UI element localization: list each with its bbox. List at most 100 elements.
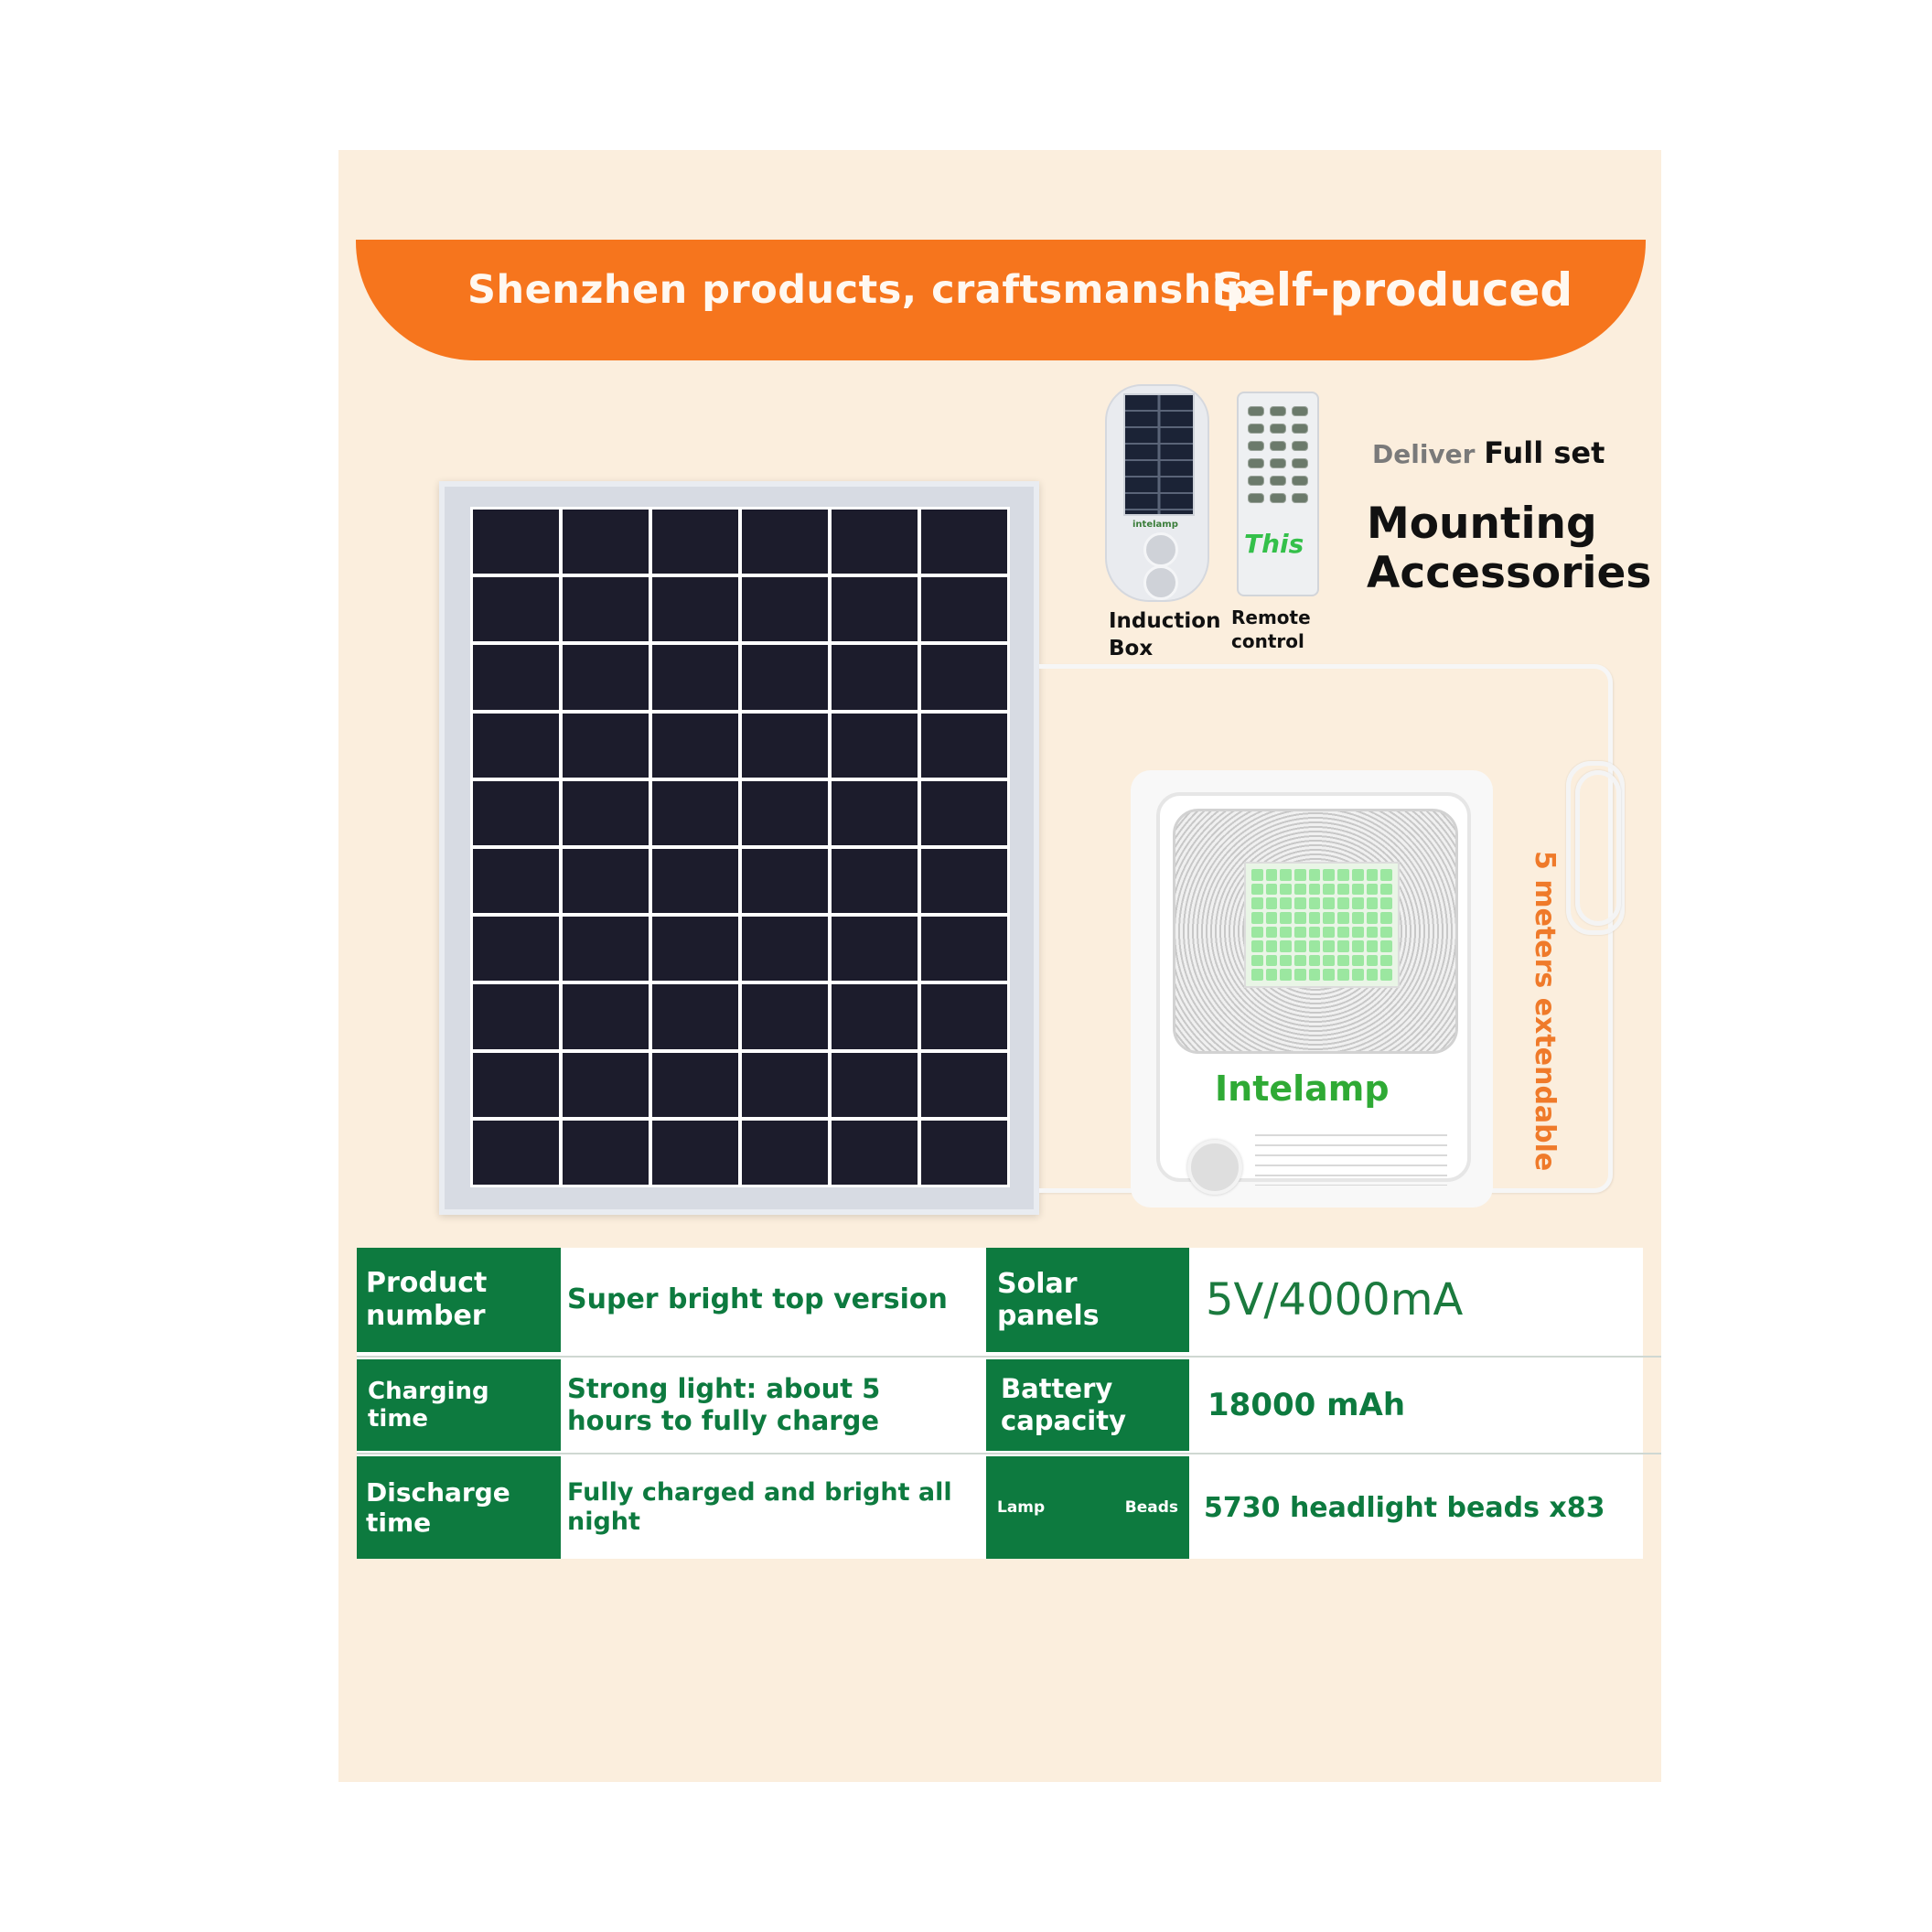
- lamp-brand: Intelamp: [1215, 1068, 1390, 1109]
- led-bead: [1380, 969, 1392, 981]
- led-bead: [1265, 911, 1278, 924]
- led-bead: [1265, 940, 1278, 952]
- led-bead: [1323, 940, 1336, 952]
- deliver-line: Deliver Full set: [1372, 435, 1605, 470]
- spec-value-product-number: Super bright top version: [567, 1283, 948, 1315]
- induction-box-brand: intelamp: [1132, 520, 1178, 530]
- remote-button-icon: [1270, 424, 1286, 434]
- led-bead: [1280, 926, 1293, 939]
- solar-cell: [832, 917, 918, 982]
- mounting-line-1: Mounting: [1367, 499, 1597, 549]
- led-bead: [1251, 897, 1263, 909]
- led-bead: [1337, 911, 1349, 924]
- solar-cell: [832, 645, 918, 710]
- cable-coil-icon: [1575, 770, 1621, 926]
- remote-control-label: Remote control: [1231, 606, 1311, 652]
- remote-button-icon: [1292, 476, 1308, 486]
- led-bead: [1294, 869, 1306, 881]
- led-bead: [1351, 940, 1364, 952]
- led-bead: [1323, 954, 1336, 967]
- spec-label-solar-panels: Solar panels: [986, 1248, 1189, 1352]
- led-bead: [1366, 940, 1379, 952]
- solar-cell: [473, 1120, 559, 1185]
- header-banner: Shenzhen products, craftsmanship Self-pr…: [356, 240, 1646, 360]
- solar-cell: [563, 984, 649, 1049]
- led-bead: [1251, 911, 1263, 924]
- mounting-line-2: Accessories: [1367, 548, 1652, 598]
- led-bead: [1251, 869, 1263, 881]
- solar-cell: [921, 917, 1007, 982]
- led-bead: [1366, 869, 1379, 881]
- led-bead: [1294, 954, 1306, 967]
- solar-cell: [563, 645, 649, 710]
- solar-cell: [652, 577, 738, 642]
- solar-cell: [563, 780, 649, 845]
- remote-button-icon: [1248, 476, 1264, 486]
- led-bead: [1294, 897, 1306, 909]
- sensor-icon: [1143, 565, 1178, 600]
- solar-cell: [652, 917, 738, 982]
- remote-button-icon: [1248, 441, 1264, 451]
- solar-cell: [742, 917, 828, 982]
- led-bead: [1251, 883, 1263, 896]
- spec-label-charging-time: Charging time: [357, 1359, 561, 1451]
- remote-button-icon: [1292, 441, 1308, 451]
- spec-value-battery-capacity: 18000 mAh: [1208, 1387, 1406, 1423]
- led-bead: [1337, 897, 1349, 909]
- solar-cell: [652, 984, 738, 1049]
- spec-label-lamp-beads: Lamp Beads: [986, 1456, 1189, 1559]
- solar-cell: [832, 984, 918, 1049]
- solar-cell: [652, 713, 738, 778]
- led-bead: [1280, 940, 1293, 952]
- remote-buttons: [1248, 406, 1308, 503]
- spec-label-discharge-time: Discharge time: [357, 1456, 561, 1559]
- solar-cell: [473, 645, 559, 710]
- solar-cell: [921, 713, 1007, 778]
- led-bead: [1308, 969, 1321, 981]
- lamp-reflector: [1173, 809, 1458, 1054]
- led-bead: [1323, 897, 1336, 909]
- led-bead: [1280, 911, 1293, 924]
- spec-label-battery-capacity: Battery capacity: [986, 1359, 1189, 1451]
- remote-button-icon: [1270, 458, 1286, 468]
- solar-cell: [563, 577, 649, 642]
- solar-cell: [921, 780, 1007, 845]
- solar-cell: [832, 780, 918, 845]
- led-bead: [1265, 897, 1278, 909]
- led-bead: [1337, 926, 1349, 939]
- solar-cell: [473, 510, 559, 574]
- led-bead: [1351, 883, 1364, 896]
- led-bead: [1280, 954, 1293, 967]
- solar-cell: [652, 510, 738, 574]
- solar-cell: [473, 780, 559, 845]
- solar-cell: [473, 984, 559, 1049]
- induction-box-label: Induction Box: [1109, 609, 1221, 660]
- led-bead: [1323, 969, 1336, 981]
- led-bead: [1265, 969, 1278, 981]
- led-bead: [1280, 969, 1293, 981]
- row-divider: [357, 1453, 1661, 1454]
- led-bead: [1308, 897, 1321, 909]
- solar-cell: [742, 645, 828, 710]
- induction-box-solar-icon: [1123, 393, 1195, 516]
- led-bead: [1294, 940, 1306, 952]
- solar-cell: [742, 780, 828, 845]
- led-bead: [1366, 911, 1379, 924]
- led-bead: [1308, 926, 1321, 939]
- led-bead: [1323, 911, 1336, 924]
- solar-cell: [563, 917, 649, 982]
- solar-cell: [742, 848, 828, 914]
- remote-text: This: [1244, 529, 1304, 559]
- led-bead: [1380, 954, 1392, 967]
- solar-cell: [742, 1052, 828, 1117]
- row-divider: [357, 1356, 1661, 1358]
- led-bead: [1265, 869, 1278, 881]
- solar-cell: [652, 780, 738, 845]
- led-bead: [1366, 897, 1379, 909]
- solar-cell: [921, 984, 1007, 1049]
- solar-cell: [921, 645, 1007, 710]
- solar-cell: [832, 1052, 918, 1117]
- led-bead: [1294, 926, 1306, 939]
- solar-cell: [563, 713, 649, 778]
- deliver-prefix: Deliver: [1372, 439, 1476, 469]
